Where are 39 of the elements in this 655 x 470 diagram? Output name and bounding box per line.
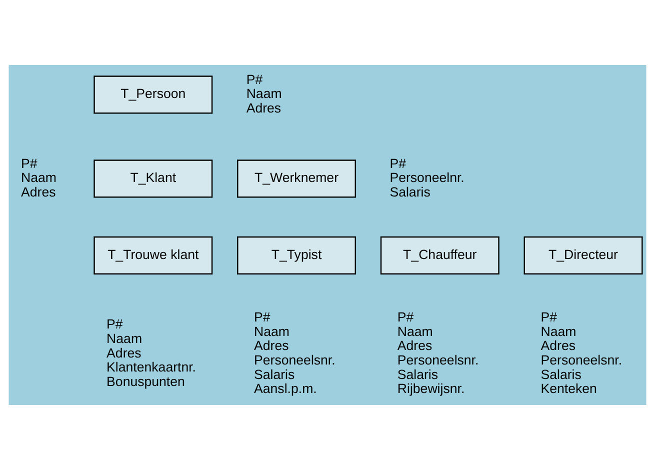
node-label: P# (254, 309, 270, 324)
node-label: Personeelsnr. (254, 352, 336, 368)
node-label: P# (540, 309, 558, 324)
node-label: Personeelsnr. (397, 352, 479, 368)
node-box: T_Klant (94, 160, 213, 198)
node-box: T_Chauffeur (380, 236, 500, 275)
node-label: Personeelsnr. (540, 352, 622, 368)
node-label: Naam (21, 170, 57, 186)
node-label: Salaris (254, 366, 295, 382)
node-label: Naam (540, 324, 576, 339)
node-label: Adres (397, 338, 432, 354)
node-label: Adres (21, 184, 56, 200)
node-label: Naam (246, 86, 282, 102)
node-label: Aansl.p.m. (254, 381, 317, 396)
node-label: P# (106, 316, 123, 332)
node-box: T_Typist (237, 236, 356, 275)
node-label: Adres (246, 100, 282, 116)
node-label: Personeelnr. (390, 170, 464, 186)
node-label: Naam (106, 330, 142, 346)
node-box: T_Directeur (524, 236, 643, 275)
node-label: Adres (540, 338, 576, 354)
node-label: Kenteken (540, 381, 597, 396)
node-box: T_Persoon (94, 76, 213, 114)
node-label: Naam (397, 324, 433, 339)
node-label: Adres (106, 345, 142, 360)
node-label: P# (397, 309, 414, 324)
node-label: Rijbewijsnr. (397, 381, 465, 396)
node-label: P# (390, 156, 406, 171)
node-box: T_Werknemer (237, 160, 356, 198)
node-label: Salaris (397, 366, 438, 382)
node-label: P# (246, 72, 263, 87)
node-label: Klantenkaartnr. (106, 360, 196, 375)
node-label: Salaris (540, 366, 582, 382)
node-label: Naam (254, 324, 290, 339)
node-box: T_Trouwe klant (94, 236, 213, 275)
node-label: Salaris (390, 184, 430, 200)
node-label: Bonuspunten (106, 374, 185, 389)
node-label: P# (21, 156, 38, 171)
node-label: Adres (254, 338, 289, 354)
